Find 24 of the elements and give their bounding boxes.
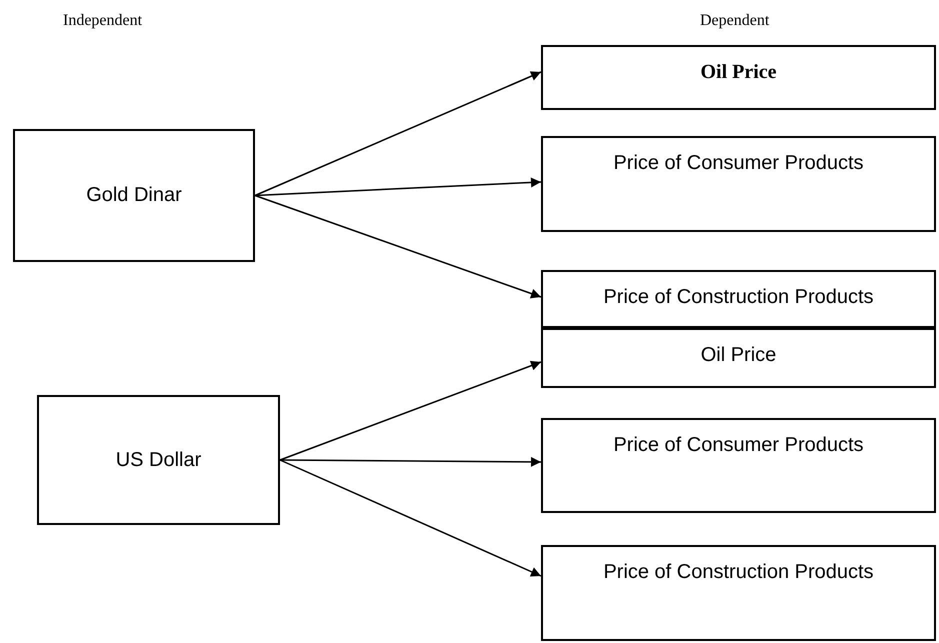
arrow — [280, 360, 542, 461]
arrow — [280, 459, 542, 577]
node-label: Price of Construction Products — [603, 286, 874, 309]
currency-box — [37, 395, 280, 525]
node-label: US Dollar — [116, 448, 202, 472]
arrow — [254, 177, 542, 196]
currency-box — [13, 129, 255, 262]
variable-box — [541, 136, 936, 232]
variable-box — [541, 418, 936, 513]
node-label: Gold Dinar — [86, 184, 182, 207]
column-heading: Independent — [63, 12, 142, 30]
variable-box — [541, 45, 936, 110]
variable-box — [541, 270, 936, 328]
column-heading: Dependent — [700, 12, 770, 30]
arrow — [280, 456, 541, 467]
variable-box — [541, 545, 936, 641]
node-label: Price of Consumer Products — [613, 434, 864, 457]
arrow — [254, 194, 542, 298]
node-label: Oil Price — [700, 61, 777, 84]
arrow — [254, 71, 542, 196]
node-label: Price of Construction Products — [603, 561, 874, 584]
node-label: Price of Consumer Products — [613, 152, 864, 175]
variable-box — [541, 328, 936, 388]
node-label: Oil Price — [700, 344, 776, 367]
